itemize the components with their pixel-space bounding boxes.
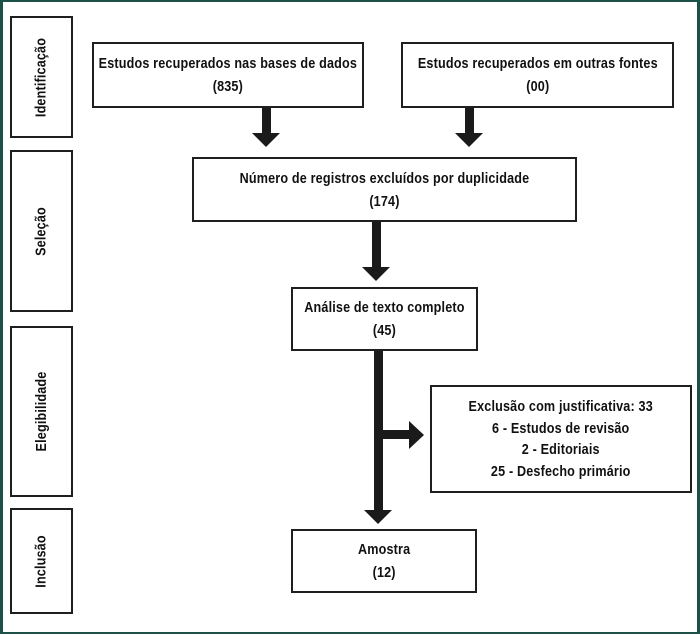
flow-box-full-text: Análise de texto completo (45) [291,287,478,351]
stage-box-elegibilidade: Elegibilidade [10,326,73,497]
flow-box-duplicates-label: Número de registros excluídos por duplic… [239,169,530,187]
flow-box-full-text-count: (45) [372,322,397,339]
flow-box-exclusions: Exclusão com justificativa: 33 6 - Estud… [430,385,692,493]
stage-label-selecao: Seleção [32,206,50,256]
flow-box-exclusions-item-3: 25 - Desfecho primário [491,462,631,480]
stage-label-elegibilidade: Elegibilidade [33,371,50,452]
flow-box-sample: Amostra (12) [291,529,477,593]
arrow-branch-to-exclusions-shaft [378,430,409,439]
flow-box-full-text-label: Análise de texto completo [304,299,465,316]
arrowhead-down-duplicates-icon [362,267,390,281]
flow-box-other-sources-count: (00) [525,78,550,95]
stage-label-identificacao: Identificação [33,37,51,117]
arrowhead-down-sample-icon [364,510,392,524]
arrowhead-down-other-sources-icon [455,133,483,147]
flow-box-duplicates-count: (174) [369,192,400,210]
flow-box-databases: Estudos recuperados nas bases de dados (… [92,42,364,108]
flow-box-exclusions-item-2: 2 - Editoriais [522,441,600,458]
arrow-duplicates-shaft [372,222,381,268]
stage-box-selecao: Seleção [10,150,73,312]
stage-label-inclusao: Inclusão [33,534,51,588]
flow-box-sample-label: Amostra [357,541,411,558]
flow-box-databases-label: Estudos recuperados nas bases de dados [98,55,358,72]
flow-box-sample-count: (12) [372,564,396,581]
arrowhead-down-databases-icon [252,133,280,147]
arrow-databases-shaft [262,108,271,134]
arrow-other-sources-shaft [465,108,474,134]
flow-box-exclusions-item-1: 6 - Estudos de revisão [492,419,630,437]
stage-box-inclusao: Inclusão [10,508,73,614]
flow-box-other-sources: Estudos recuperados em outras fontes (00… [401,42,674,108]
stage-box-identificacao: Identificação [10,16,73,138]
flow-box-databases-count: (835) [212,78,244,95]
flow-box-other-sources-label: Estudos recuperados em outras fontes [417,55,658,72]
arrowhead-right-exclusions-icon [409,421,424,449]
flow-box-exclusions-title: Exclusão com justificativa: 33 [468,398,654,415]
flow-box-duplicates: Número de registros excluídos por duplic… [192,157,577,222]
